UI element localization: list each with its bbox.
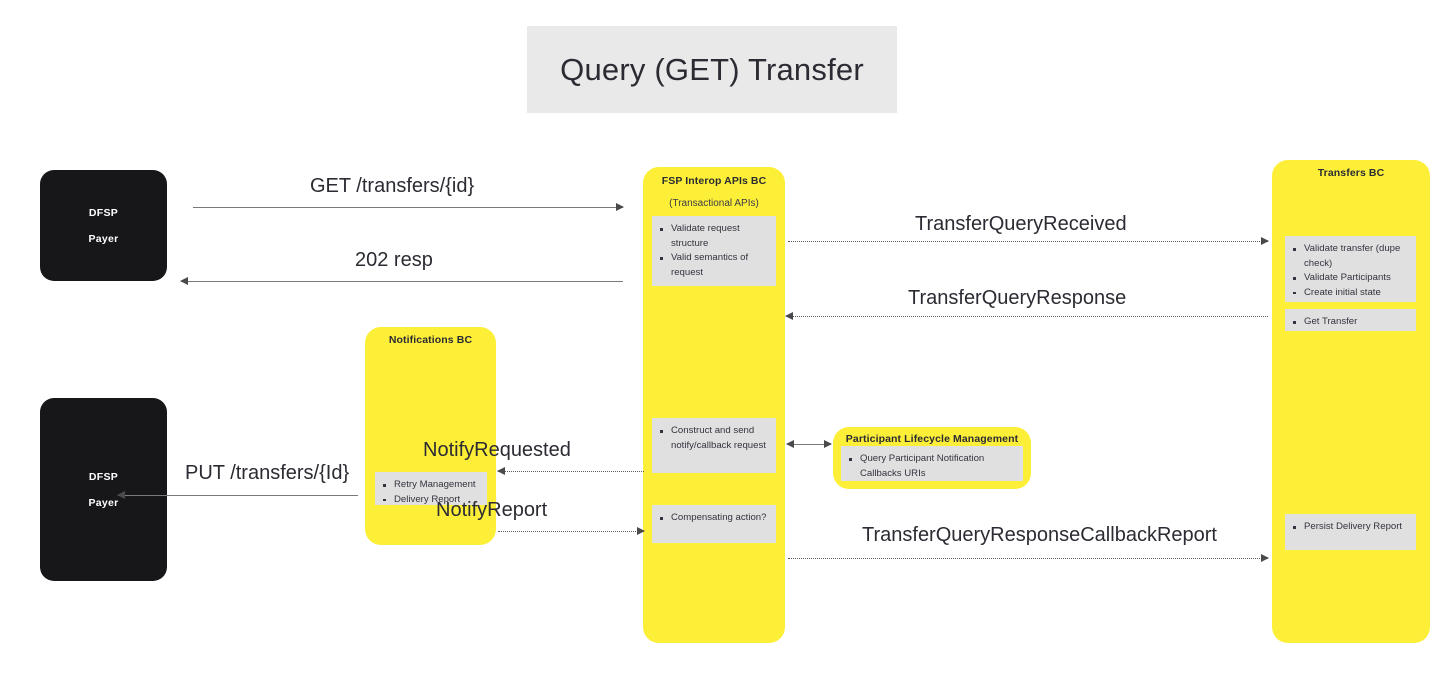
note-item: Construct and send notify/callback reque… [658,424,768,453]
lane-notifications-bc: Notifications BC [365,327,496,545]
note-retry-delivery: Retry Management Delivery Report [375,472,487,505]
note-validate-transfer: Validate transfer (dupe check) Validate … [1285,236,1416,302]
note-item: Validate request structure [658,222,768,251]
flow-participant-lookup [786,440,832,448]
flow-transfer-query-response-callback-report [788,554,1269,562]
flow-label-put-transfers: PUT /transfers/{Id} [185,462,350,484]
arrowhead-right-icon [1261,554,1269,562]
page-title: Query (GET) Transfer [560,51,864,87]
flow-get-transfers [193,203,624,211]
flow-label-get-transfers: GET /transfers/{id} [310,175,475,197]
flow-transfer-query-response [785,312,1268,320]
flow-label-202-resp: 202 resp [355,249,433,271]
flow-notify-requested [497,467,644,475]
flow-label-transfer-query-received: TransferQueryReceived [915,213,1127,235]
flow-line [788,241,1268,242]
note-item: Valid semantics of request [658,251,768,280]
note-item: Retry Management [381,478,479,493]
arrowhead-left-icon [180,277,188,285]
flow-line [118,495,358,496]
arrowhead-left-icon [785,312,793,320]
arrowhead-right-icon [824,440,832,448]
flow-line [498,531,644,532]
flow-line [193,207,623,208]
diagram-title-box: Query (GET) Transfer [527,26,897,113]
actor-dfsp-payer-bottom: DFSP Payer [40,398,167,581]
note-item: Create initial state [1291,286,1408,301]
arrowhead-left-icon [117,491,125,499]
lane-title: FSP Interop APIs BC [661,175,767,187]
arrowhead-right-icon [616,203,624,211]
flow-line [787,444,831,445]
note-item: Validate transfer (dupe check) [1291,242,1408,271]
note-item: Compensating action? [658,511,768,526]
note-construct-notify: Construct and send notify/callback reque… [652,418,776,473]
note-item: Validate Participants [1291,271,1408,286]
note-compensating-action: Compensating action? [652,505,776,543]
flow-line [498,471,644,472]
arrowhead-left-icon [497,467,505,475]
actor-dfsp-payer-top: DFSP Payer [40,170,167,281]
flow-put-transfers [117,491,358,499]
flow-line [181,281,623,282]
flow-label-transfer-query-response-callback-report: TransferQueryResponseCallbackReport [862,524,1217,546]
lane-title: Participant Lifecycle Management [845,433,1019,445]
note-persist-delivery-report: Persist Delivery Report [1285,514,1416,550]
arrowhead-right-icon [637,527,645,535]
lane-subtitle: (Transactional APIs) [669,198,759,209]
flow-transfer-query-received [788,237,1269,245]
note-item: Query Participant Notification Callbacks… [847,452,1015,481]
lane-title: Notifications BC [388,334,473,346]
actor-label-line1: DFSP [88,470,119,483]
lane-transfers-bc: Transfers BC [1272,160,1430,643]
lane-title: Transfers BC [1317,167,1385,179]
actor-label-line2: Payer [88,496,119,509]
note-query-participant: Query Participant Notification Callbacks… [841,446,1023,481]
actor-label-line2: Payer [88,232,119,245]
flow-label-notify-requested: NotifyRequested [423,439,571,461]
flow-notify-report [498,527,645,535]
flow-label-transfer-query-response: TransferQueryResponse [908,287,1127,309]
note-validate-request: Validate request structure Valid semanti… [652,216,776,286]
flow-line [788,558,1268,559]
note-item: Get Transfer [1291,315,1408,330]
arrowhead-left-icon [786,440,794,448]
flow-label-notify-report: NotifyReport [436,499,548,521]
arrowhead-right-icon [1261,237,1269,245]
note-item: Persist Delivery Report [1291,520,1408,535]
actor-label-line1: DFSP [88,206,119,219]
note-item: Delivery Report [381,493,479,508]
flow-202-resp [180,277,623,285]
note-get-transfer: Get Transfer [1285,309,1416,331]
flow-line [786,316,1268,317]
